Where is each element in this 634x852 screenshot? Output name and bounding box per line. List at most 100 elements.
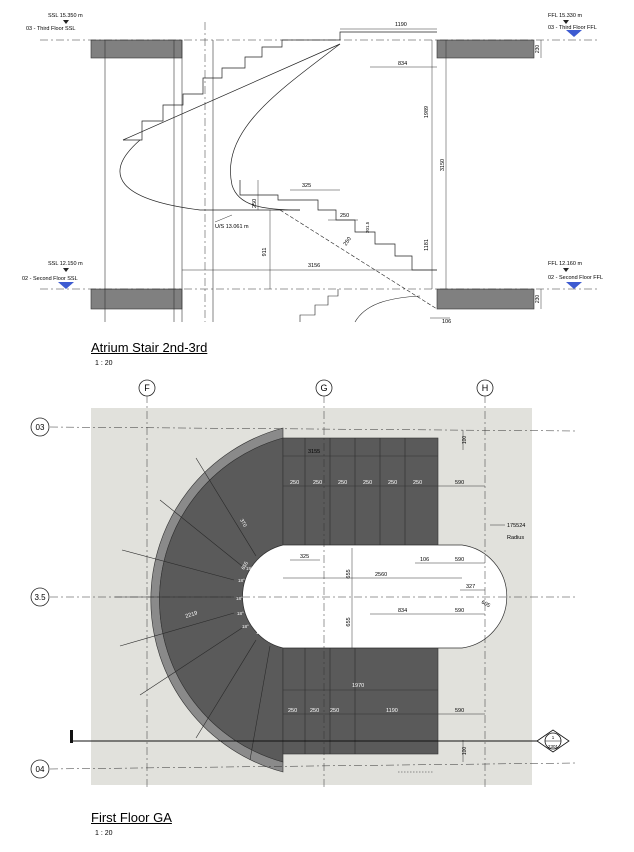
- angle-label: 18°: [242, 624, 249, 629]
- level-triangle-icon: [566, 30, 582, 37]
- dim-text: 250: [338, 480, 347, 486]
- plan-view: F G H 03 3.5 04: [30, 379, 576, 790]
- dim-text: 250: [288, 708, 297, 714]
- dim-text: 325: [300, 554, 309, 560]
- dim-text: 325: [302, 183, 311, 189]
- grid-line-03: [49, 426, 576, 432]
- plan-title: First Floor GA: [91, 810, 172, 825]
- dim-text: 250: [252, 199, 258, 208]
- radius-label: Radius: [507, 535, 524, 541]
- dim-text: 250: [363, 480, 372, 486]
- grid-bubble-04: 04: [30, 759, 50, 779]
- svg-text:2301: 2301: [548, 744, 559, 749]
- dim-text: 590: [455, 480, 464, 486]
- dim-text: 230: [535, 45, 541, 54]
- level-name: 02 - Second Floor SSL: [22, 276, 78, 282]
- plan-dim-lines: [283, 430, 485, 762]
- section-marker: 1 2301: [536, 729, 570, 753]
- level-value: FFL 15.330 m: [548, 13, 582, 19]
- grid-bubble-03: 03: [30, 417, 50, 437]
- grid-bubble-3-5: 3.5: [30, 587, 50, 607]
- dim-text: 1989: [424, 106, 430, 118]
- grid-bubble-F: F: [138, 379, 156, 397]
- angle-label: 18°: [237, 611, 244, 616]
- third-floor-slab-right: [436, 39, 535, 59]
- dim-text: 1190: [386, 708, 398, 714]
- level-name: 02 - Second Floor FFL: [548, 275, 603, 281]
- second-floor-slab-right: [436, 288, 535, 310]
- dim-text: 655: [346, 617, 352, 626]
- level-marker-icon: [563, 268, 569, 272]
- dim-text: 834: [398, 608, 407, 614]
- dim-text: 1970: [352, 683, 364, 689]
- dim-text: 230: [535, 295, 541, 304]
- svg-text:3.5: 3.5: [34, 593, 46, 602]
- dim-text: 834: [398, 61, 407, 67]
- upper-flight: [282, 437, 439, 546]
- stair-curve-left: [119, 139, 300, 211]
- section-view: SSL 15.350 m 03 - Third Floor SSL FFL 15…: [22, 13, 603, 325]
- central-void: [242, 544, 508, 649]
- stair-profile-lower: [239, 180, 437, 271]
- grid-bubble-H: H: [476, 379, 494, 397]
- svg-text:04: 04: [36, 765, 45, 774]
- grid-line-04: [49, 762, 576, 770]
- dim-text: 655: [346, 569, 352, 578]
- lower-flight: [282, 647, 439, 755]
- stair-soffit-lower: [279, 209, 438, 310]
- level-value: SSL 12.150 m: [48, 261, 83, 267]
- dim-text: 106: [420, 557, 429, 563]
- level-value: FFL 12.160 m: [548, 261, 582, 267]
- dim-text: 3156: [308, 263, 320, 269]
- dim-text: 327: [466, 584, 475, 590]
- dim-text: 3155: [308, 449, 320, 455]
- grid-bubble-G: G: [315, 379, 333, 397]
- level-marker-icon: [63, 268, 69, 272]
- angle-label: 18°: [256, 630, 263, 635]
- dim-text: 250: [340, 213, 349, 219]
- leader-line: [214, 214, 233, 223]
- angle-label: 19°: [246, 566, 253, 571]
- level-triangle-icon: [58, 282, 74, 289]
- dim-text: 250: [313, 480, 322, 486]
- third-floor-slab-left: [90, 39, 183, 59]
- dim-text: 106: [442, 319, 451, 325]
- dim-text: 2560: [375, 572, 387, 578]
- level-triangle-icon: [566, 282, 582, 289]
- dim-text: 590: [455, 708, 464, 714]
- section-title: Atrium Stair 2nd-3rd: [91, 340, 208, 355]
- stair-top-landing: [300, 31, 437, 41]
- level-name: 03 - Third Floor FFL: [548, 25, 597, 31]
- dim-text: 370: [238, 518, 247, 528]
- level-marker-icon: [563, 20, 569, 24]
- dim-text: 1181: [424, 239, 430, 251]
- svg-text:1: 1: [552, 735, 555, 740]
- angle-label: 18°: [236, 596, 243, 601]
- dim-text: 250: [290, 480, 299, 486]
- dim-text: 590: [455, 557, 464, 563]
- svg-text:F: F: [144, 383, 150, 393]
- dim-text: 100: [462, 747, 468, 756]
- svg-text:G: G: [320, 383, 327, 393]
- level-value: SSL 15.350 m: [48, 13, 83, 19]
- dim-text: 605: [480, 600, 491, 610]
- angle-label: 18°: [268, 638, 275, 643]
- plan-scale: 1 : 20: [95, 830, 113, 837]
- stair-below-curve: [354, 295, 421, 323]
- radius-value: 175524: [507, 523, 525, 529]
- dim-text: 3150: [440, 159, 446, 171]
- section-scale: 1 : 20: [95, 360, 113, 367]
- underside-label: U/S 13.061 m: [215, 224, 249, 230]
- angle-label: 18°: [238, 578, 245, 583]
- svg-text:H: H: [482, 383, 489, 393]
- section-cut-end: [70, 730, 73, 743]
- stair-profile-upper: [123, 39, 300, 141]
- dim-text: 201.5: [365, 221, 370, 233]
- dim-text: 250: [388, 480, 397, 486]
- dim-text: 250: [343, 236, 353, 247]
- level-marker-icon: [63, 20, 69, 24]
- dim-text: 911: [262, 248, 268, 257]
- second-floor-slab-left: [90, 288, 183, 310]
- stair-curve-inner: [230, 43, 341, 211]
